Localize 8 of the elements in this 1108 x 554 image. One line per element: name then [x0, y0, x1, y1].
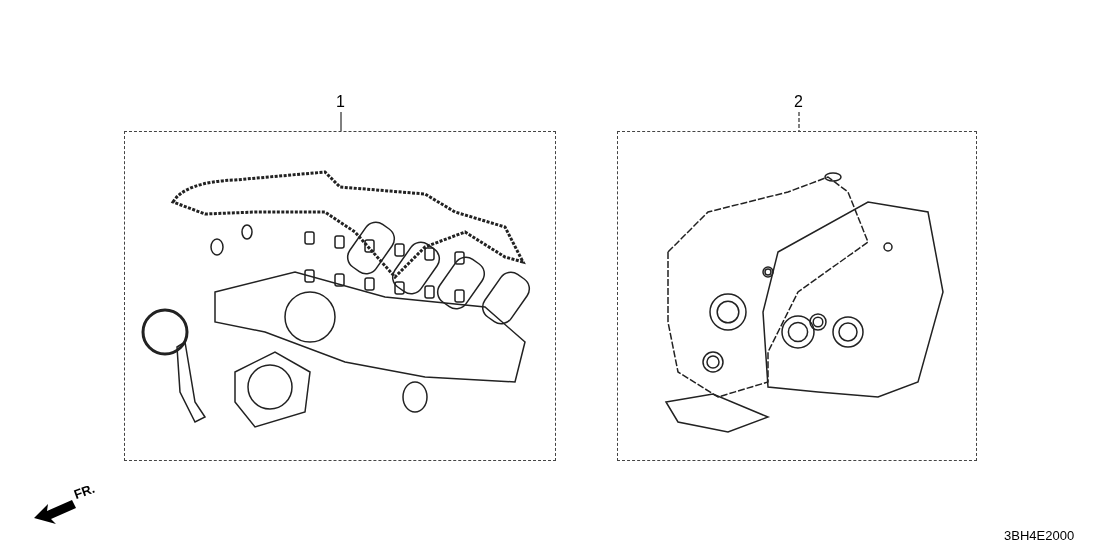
direction-label: FR. [71, 480, 97, 502]
callout-number: 2 [794, 94, 803, 110]
callout-number: 1 [336, 94, 345, 110]
kit-frame [124, 131, 556, 461]
leader-line [798, 111, 800, 132]
diagram-code: 3BH4E2000 [1004, 528, 1075, 543]
kit-frame [617, 131, 977, 461]
leader-line [340, 111, 342, 132]
